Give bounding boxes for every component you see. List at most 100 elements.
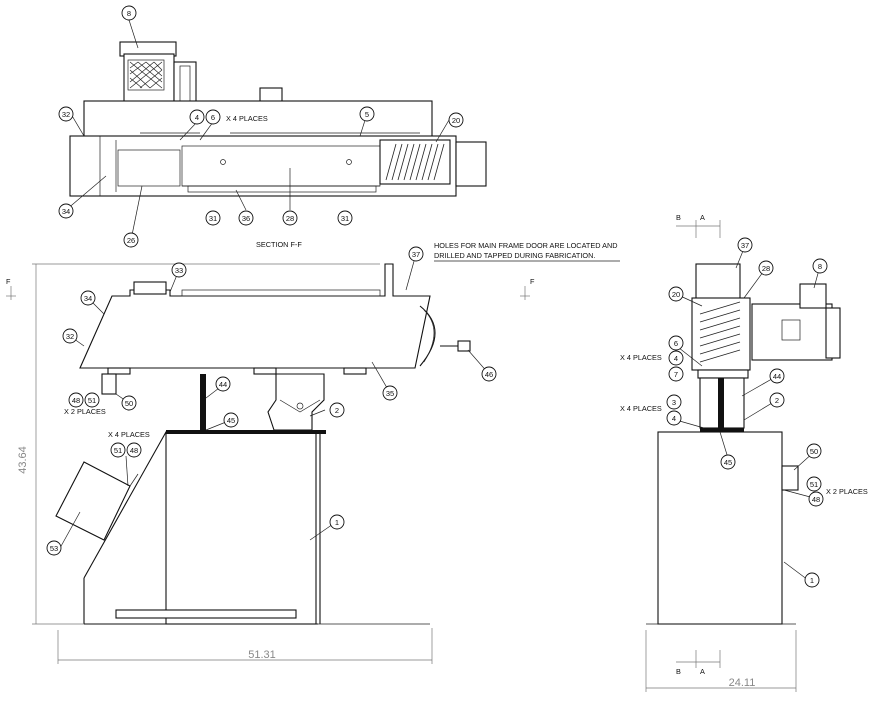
svg-text:1: 1 — [335, 518, 339, 527]
balloon-48: 48 — [68, 392, 84, 408]
svg-text:20: 20 — [672, 290, 680, 299]
balloon-34: 34 — [80, 290, 96, 306]
balloon-8: 8 — [812, 258, 828, 274]
svg-text:32: 32 — [66, 332, 74, 341]
svg-text:3: 3 — [672, 398, 676, 407]
svg-text:48: 48 — [130, 446, 138, 455]
dimension-side-width: 24.11 — [729, 677, 756, 689]
balloon-28: 28 — [758, 260, 774, 276]
balloon-53: 53 — [46, 540, 62, 556]
balloon-32: 32 — [62, 328, 78, 344]
balloon-51: 51 — [84, 392, 100, 408]
svg-text:4: 4 — [195, 113, 199, 122]
balloon-31: 31 — [337, 210, 353, 226]
balloon-2: 2 — [329, 402, 345, 418]
balloon-48: 48 — [126, 442, 142, 458]
hole-note-line-1: HOLES FOR MAIN FRAME DOOR ARE LOCATED AN… — [434, 241, 618, 250]
svg-text:44: 44 — [219, 380, 227, 389]
svg-text:50: 50 — [125, 399, 133, 408]
balloon-4: 4 — [666, 410, 682, 426]
balloon-48: 48 — [808, 491, 824, 507]
svg-text:6: 6 — [211, 113, 215, 122]
svg-text:6: 6 — [674, 339, 678, 348]
svg-text:34: 34 — [84, 294, 92, 303]
svg-text:46: 46 — [485, 370, 493, 379]
svg-text:7: 7 — [674, 370, 678, 379]
svg-text:50: 50 — [810, 447, 818, 456]
balloon-45: 45 — [720, 454, 736, 470]
svg-text:32: 32 — [62, 110, 70, 119]
svg-text:45: 45 — [724, 458, 732, 467]
svg-text:31: 31 — [341, 214, 349, 223]
balloon-45: 45 — [223, 412, 239, 428]
svg-text:1: 1 — [810, 576, 814, 585]
note-x2-places-side: X 2 PLACES — [826, 487, 868, 496]
balloon-36: 36 — [238, 210, 254, 226]
svg-text:4: 4 — [674, 354, 678, 363]
svg-text:28: 28 — [286, 214, 294, 223]
svg-text:44: 44 — [773, 372, 781, 381]
balloon-50: 50 — [121, 395, 137, 411]
svg-text:51: 51 — [88, 396, 96, 405]
note-x4-places-front: X 4 PLACES — [108, 430, 150, 439]
section-marker-a-top: A — [700, 213, 705, 222]
balloon-50: 50 — [806, 443, 822, 459]
svg-text:20: 20 — [452, 116, 460, 125]
balloon-46: 46 — [481, 366, 497, 382]
section-marker-f-left: F — [6, 277, 11, 286]
svg-text:2: 2 — [775, 396, 779, 405]
front-elevation — [55, 263, 471, 625]
note-x4-places-top: X 4 PLACES — [226, 114, 268, 123]
dimension-height: 43.64 — [17, 446, 29, 474]
svg-text:35: 35 — [386, 389, 394, 398]
balloon-8: 8 — [121, 5, 137, 21]
svg-text:51: 51 — [114, 446, 122, 455]
svg-text:53: 53 — [50, 544, 58, 553]
note-x4-places-side-2: X 4 PLACES — [620, 404, 662, 413]
balloon-6: 6 — [668, 335, 684, 351]
balloon-31: 31 — [205, 210, 221, 226]
svg-text:31: 31 — [209, 214, 217, 223]
balloon-37: 37 — [408, 246, 424, 262]
dimension-lines — [6, 220, 797, 692]
svg-text:33: 33 — [175, 266, 183, 275]
side-elevation — [646, 263, 841, 625]
svg-text:37: 37 — [741, 241, 749, 250]
section-view-top — [69, 41, 487, 197]
svg-text:51: 51 — [810, 480, 818, 489]
section-marker-b-bottom: B — [676, 667, 681, 676]
balloon-2: 2 — [769, 392, 785, 408]
svg-text:45: 45 — [227, 416, 235, 425]
balloon-4: 4 — [668, 350, 684, 366]
svg-text:8: 8 — [127, 9, 131, 18]
svg-text:2: 2 — [335, 406, 339, 415]
balloon-44: 44 — [215, 376, 231, 392]
section-marker-b-top: B — [676, 213, 681, 222]
balloon-33: 33 — [171, 262, 187, 278]
svg-text:34: 34 — [62, 207, 70, 216]
balloon-7: 7 — [668, 366, 684, 382]
note-x4-places-side-1: X 4 PLACES — [620, 353, 662, 362]
balloon-6: 6 — [205, 109, 221, 125]
balloon-1: 1 — [804, 572, 820, 588]
section-marker-f-right: F — [530, 277, 535, 286]
svg-text:48: 48 — [812, 495, 820, 504]
svg-text:37: 37 — [412, 250, 420, 259]
balloon-51: 51 — [110, 442, 126, 458]
svg-text:48: 48 — [72, 396, 80, 405]
balloon-35: 35 — [382, 385, 398, 401]
balloon-1: 1 — [329, 514, 345, 530]
svg-text:4: 4 — [672, 414, 676, 423]
balloon-28: 28 — [282, 210, 298, 226]
section-marker-a-bottom: A — [700, 667, 705, 676]
section-label: SECTION F-F — [256, 240, 302, 249]
balloon-20: 20 — [448, 112, 464, 128]
balloon-51: 51 — [806, 476, 822, 492]
balloon-5: 5 — [359, 106, 375, 122]
balloon-32: 32 — [58, 106, 74, 122]
balloon-34: 34 — [58, 203, 74, 219]
balloon-26: 26 — [123, 232, 139, 248]
dimension-width: 51.31 — [248, 649, 276, 661]
svg-text:26: 26 — [127, 236, 135, 245]
